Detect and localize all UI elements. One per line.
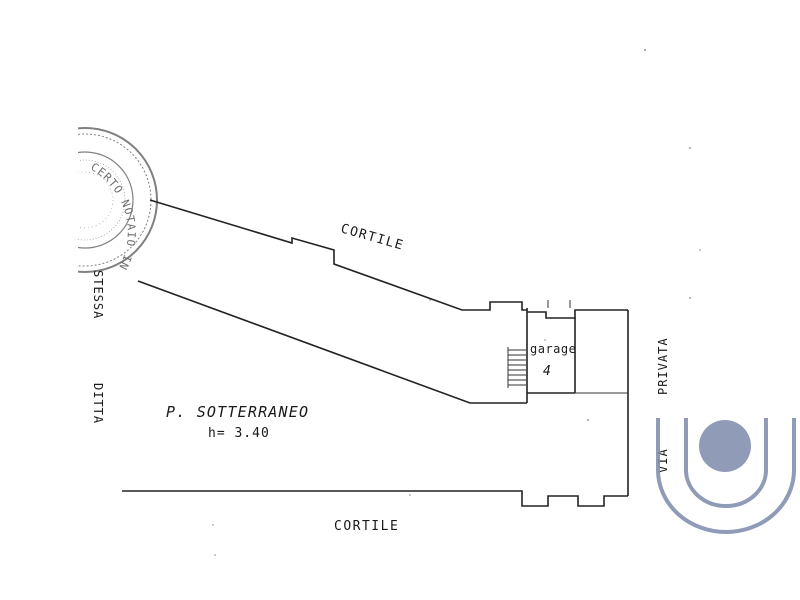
scan-noise bbox=[212, 49, 701, 556]
room-height: h= 3.40 bbox=[208, 426, 270, 441]
cortile-top-label: CORTILE bbox=[339, 221, 406, 253]
privata-label: PRIVATA bbox=[656, 337, 670, 395]
notary-stamp-icon: CERTO NOTAIO IN CH bbox=[78, 100, 158, 273]
stairs-icon bbox=[507, 347, 526, 388]
stessa-label: STESSA bbox=[91, 270, 105, 319]
cortile-bottom-label: CORTILE bbox=[334, 519, 399, 534]
top-wall bbox=[149, 199, 527, 311]
building-walls bbox=[122, 199, 629, 507]
garage-top-wall bbox=[527, 309, 628, 319]
door-marks bbox=[547, 300, 571, 308]
garage-number: 4 bbox=[543, 364, 552, 379]
ditta-label: DITTA bbox=[91, 383, 105, 424]
inner-slanted-wall bbox=[137, 280, 527, 404]
garage-label: garage bbox=[530, 342, 576, 356]
room-name: P. SOTTERRANEO bbox=[166, 403, 309, 421]
agency-logo-icon bbox=[656, 418, 796, 534]
bottom-wall bbox=[122, 490, 628, 507]
